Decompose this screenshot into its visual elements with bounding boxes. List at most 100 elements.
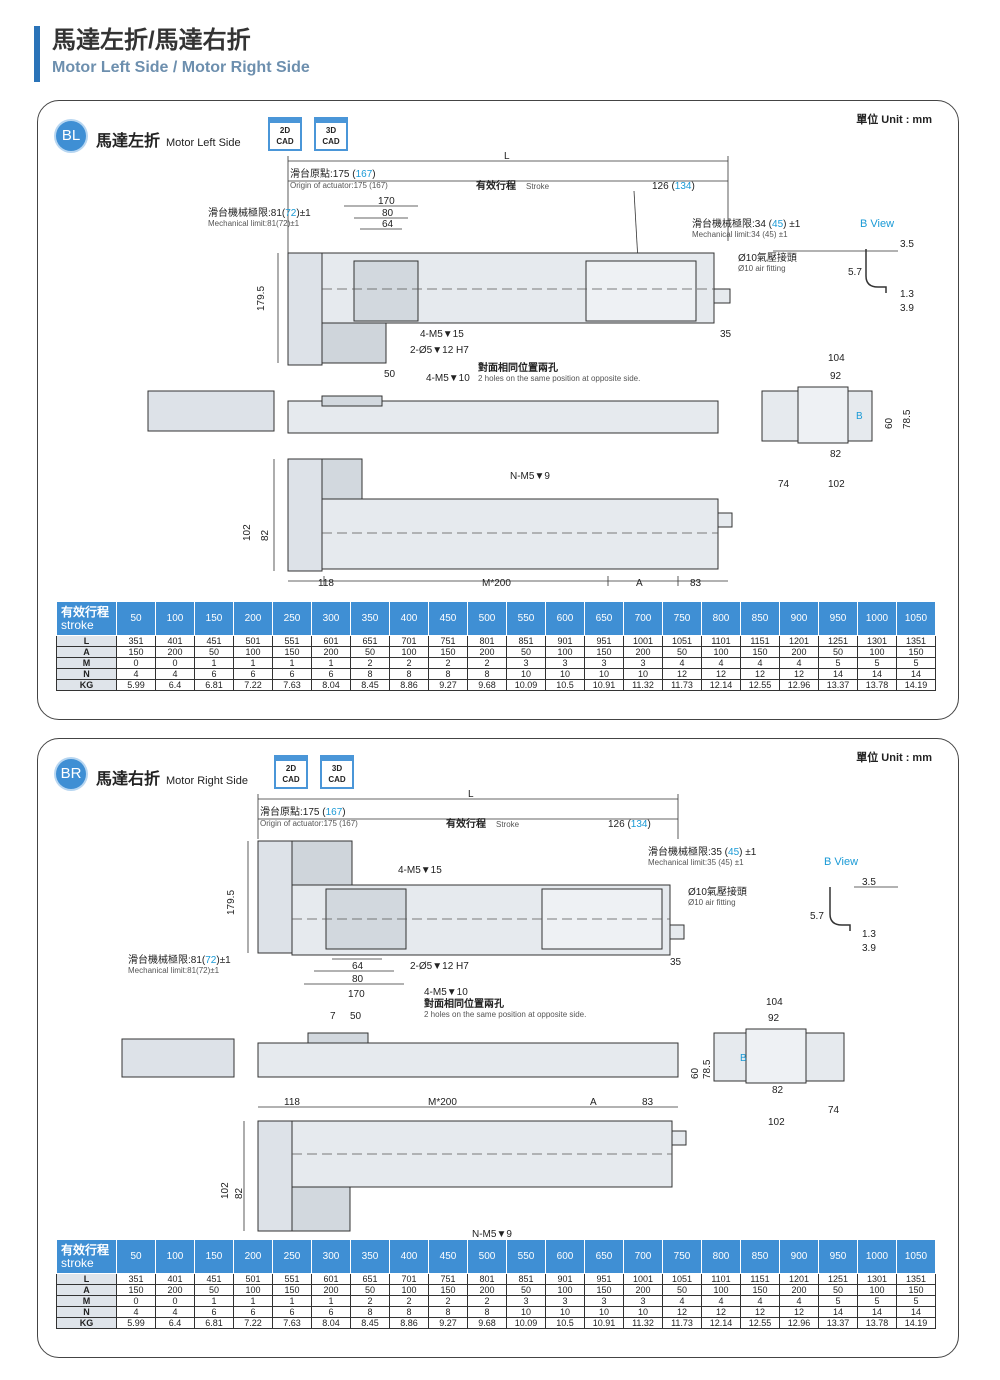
tap-n-m5-9: N-M5▼9 — [510, 471, 550, 482]
table-cell: 4 — [701, 1295, 741, 1307]
table-cell: 150 — [116, 1284, 156, 1296]
table-cell: 10 — [584, 1306, 624, 1318]
dim-3-9: 3.9 — [900, 303, 914, 314]
table-cell: 150 — [428, 646, 468, 658]
table-cell: 851 — [506, 1273, 546, 1285]
stroke-column-header: 50 — [116, 1239, 156, 1274]
tap-m5-15: 4-M5▼15 — [420, 329, 464, 340]
table-cell: 3 — [545, 1295, 585, 1307]
dim-102: 102 — [828, 479, 845, 490]
table-cell: 8 — [350, 668, 390, 680]
table-cell: 100 — [701, 646, 741, 658]
stroke-column-header: 50 — [116, 601, 156, 636]
table-cell: 9.27 — [428, 1317, 468, 1329]
table-cell: 1001 — [623, 635, 663, 647]
panel-title-zh: 馬達左折 — [96, 133, 161, 150]
table-cell: 150 — [740, 1284, 780, 1296]
mech-limit-left: 滑台機械極限:81(72)±1 — [128, 953, 231, 966]
table-cell: 3 — [506, 1295, 546, 1307]
table-cell: 8.04 — [311, 679, 351, 691]
table-cell: 6 — [194, 668, 234, 680]
table-cell: 501 — [233, 635, 273, 647]
table-cell: 8 — [428, 668, 468, 680]
table-cell: 6.81 — [194, 1317, 234, 1329]
table-cell: 6 — [194, 1306, 234, 1318]
table-cell: 1301 — [857, 1273, 897, 1285]
dim-179-5: 179.5 — [256, 286, 267, 311]
table-cell: 1 — [233, 1295, 273, 1307]
table-cell: 1151 — [740, 635, 780, 647]
cad-3d-label: 3D — [325, 126, 337, 135]
row-label: KG — [56, 1317, 117, 1329]
table-cell: 501 — [233, 1273, 273, 1285]
dim-102: 102 — [768, 1117, 785, 1128]
table-cell: 4 — [779, 657, 819, 669]
table-cell: 0 — [155, 657, 195, 669]
table-cell: 8 — [389, 668, 429, 680]
table-cell: 50 — [818, 1284, 858, 1296]
table-cell: 12 — [740, 1306, 780, 1318]
drawing-motor-left: L 滑台原點:175 (167) Origin of actuator:175 … — [147, 151, 914, 589]
table-cell: 9.68 — [467, 1317, 507, 1329]
b-marker: B — [740, 1053, 747, 1064]
table-cell: 50 — [350, 646, 390, 658]
table-cell: 14.19 — [896, 1317, 936, 1329]
hole-d5-12: 2-Ø5▼12 H7 — [410, 345, 469, 356]
hole-d5-12: 2-Ø5▼12 H7 — [410, 961, 469, 972]
table-cell: 7.22 — [233, 1317, 273, 1329]
table-cell: 4 — [116, 1306, 156, 1318]
dim-m200: M*200 — [482, 578, 511, 589]
table-cell: 200 — [311, 1284, 351, 1296]
stroke-column-header: 650 — [584, 1239, 624, 1274]
tap-m5-10: 4-M5▼10 — [424, 987, 468, 998]
dim-m200: M*200 — [428, 1097, 457, 1108]
table-cell: 6 — [233, 668, 273, 680]
table-cell: 14 — [818, 1306, 858, 1318]
table-cell: 100 — [545, 1284, 585, 1296]
table-cell: 3 — [584, 1295, 624, 1307]
table-cell: 12.14 — [701, 1317, 741, 1329]
table-cell: 150 — [272, 1284, 312, 1296]
dim-5-7: 5.7 — [848, 267, 862, 278]
stroke-column-header: 200 — [233, 601, 273, 636]
cad-3d-label: 3D — [331, 764, 343, 773]
stroke-column-header: 1000 — [857, 601, 897, 636]
dim-35: 35 — [670, 957, 682, 968]
dim-3-9: 3.9 — [862, 943, 876, 954]
table-cell: 8.86 — [389, 679, 429, 691]
dim-74: 74 — [828, 1105, 840, 1116]
table-cell: 2 — [428, 1295, 468, 1307]
table-cell: 11.73 — [662, 1317, 702, 1329]
table-cell: 1 — [311, 1295, 351, 1307]
table-cell: 11.73 — [662, 679, 702, 691]
dim-74: 74 — [778, 479, 790, 490]
table-cell: 5.99 — [116, 1317, 156, 1329]
table-cell: 12 — [779, 1306, 819, 1318]
table-cell: 7.63 — [272, 1317, 312, 1329]
stroke-column-header: 850 — [740, 601, 780, 636]
table-cell: 10.91 — [584, 1317, 624, 1329]
row-label: KG — [56, 679, 117, 691]
table-cell: 751 — [428, 635, 468, 647]
table-cell: 1151 — [740, 1273, 780, 1285]
dim-170: 170 — [378, 196, 395, 207]
table-cell: 1051 — [662, 635, 702, 647]
cad-3d-button[interactable]: 3D CAD — [314, 117, 348, 151]
stroke-label: 有效行程 — [476, 179, 516, 192]
table-cell: 1251 — [818, 1273, 858, 1285]
table-cell: 150 — [584, 646, 624, 658]
table-cell: 12.96 — [779, 1317, 819, 1329]
cad-3d-sub: CAD — [322, 137, 340, 146]
air-fitting-label: Ø10氣壓接頭 — [738, 251, 797, 264]
table-cell: 8.45 — [350, 1317, 390, 1329]
table-cell: 12 — [779, 668, 819, 680]
